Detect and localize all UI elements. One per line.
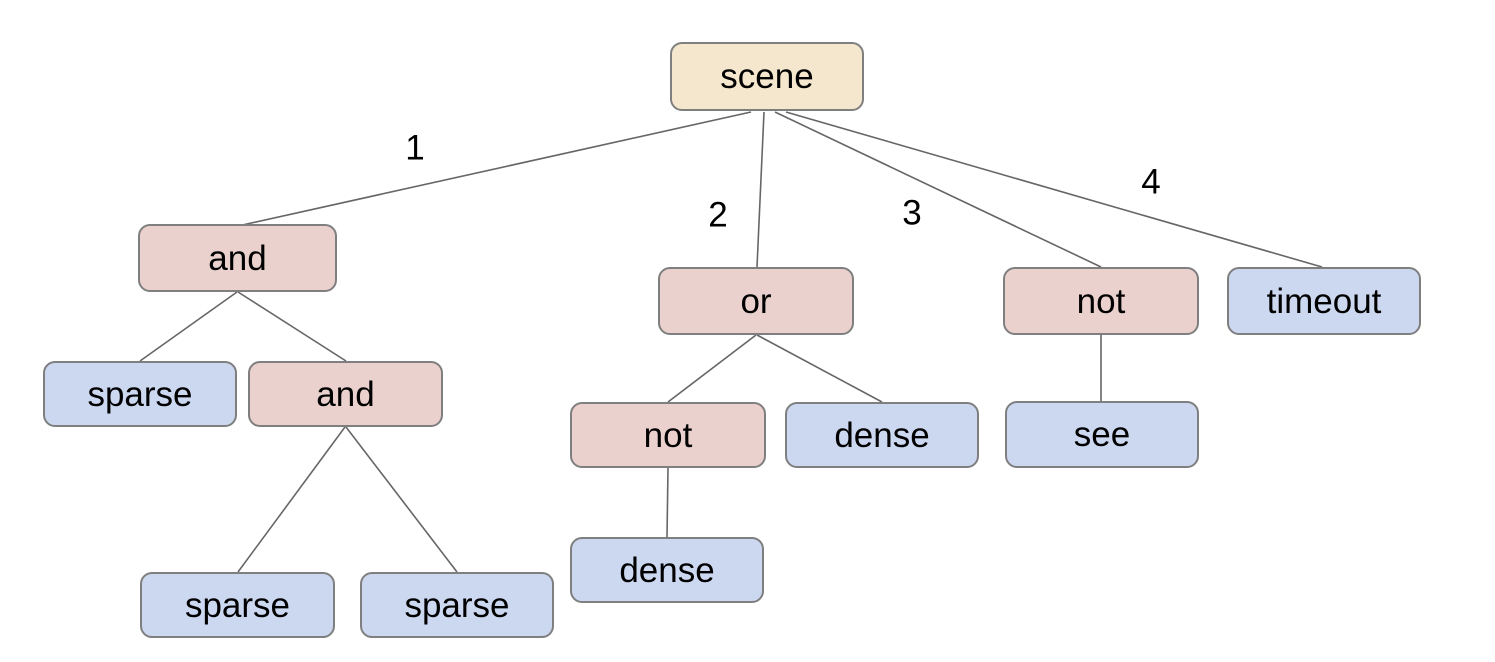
edge-or-dense	[756, 334, 883, 403]
edge-scene-not	[774, 111, 1102, 268]
node-dense-1[interactable]: dense	[785, 402, 979, 468]
edge-label-4: 4	[1141, 162, 1161, 202]
node-not-2[interactable]: not	[570, 402, 766, 468]
node-not-1[interactable]: not	[1003, 267, 1199, 335]
edge-scene-or	[756, 111, 765, 268]
edge-label-3: 3	[902, 193, 922, 233]
node-scene[interactable]: scene	[670, 42, 864, 111]
edge-not2-dense	[666, 467, 669, 538]
node-or[interactable]: or	[658, 267, 854, 335]
edge-and-sparse	[139, 291, 238, 362]
edge-label-2: 2	[708, 195, 728, 235]
edge-label-1: 1	[405, 128, 425, 168]
edge-and2-sparse	[237, 426, 346, 573]
edge-and-and	[237, 291, 347, 362]
node-dense-2[interactable]: dense	[570, 537, 764, 603]
node-sparse-2[interactable]: sparse	[140, 572, 335, 638]
node-see[interactable]: see	[1005, 401, 1199, 468]
edge-scene-timeout	[785, 111, 1323, 268]
node-timeout[interactable]: timeout	[1227, 267, 1421, 335]
node-sparse-3[interactable]: sparse	[360, 572, 554, 638]
edge-scene-and	[237, 111, 752, 227]
node-and-1[interactable]: and	[138, 224, 337, 292]
node-and-2[interactable]: and	[248, 361, 443, 427]
edge-or-not	[667, 334, 757, 403]
node-sparse-1[interactable]: sparse	[43, 361, 237, 427]
edge-and2-sparse-2	[345, 426, 458, 573]
